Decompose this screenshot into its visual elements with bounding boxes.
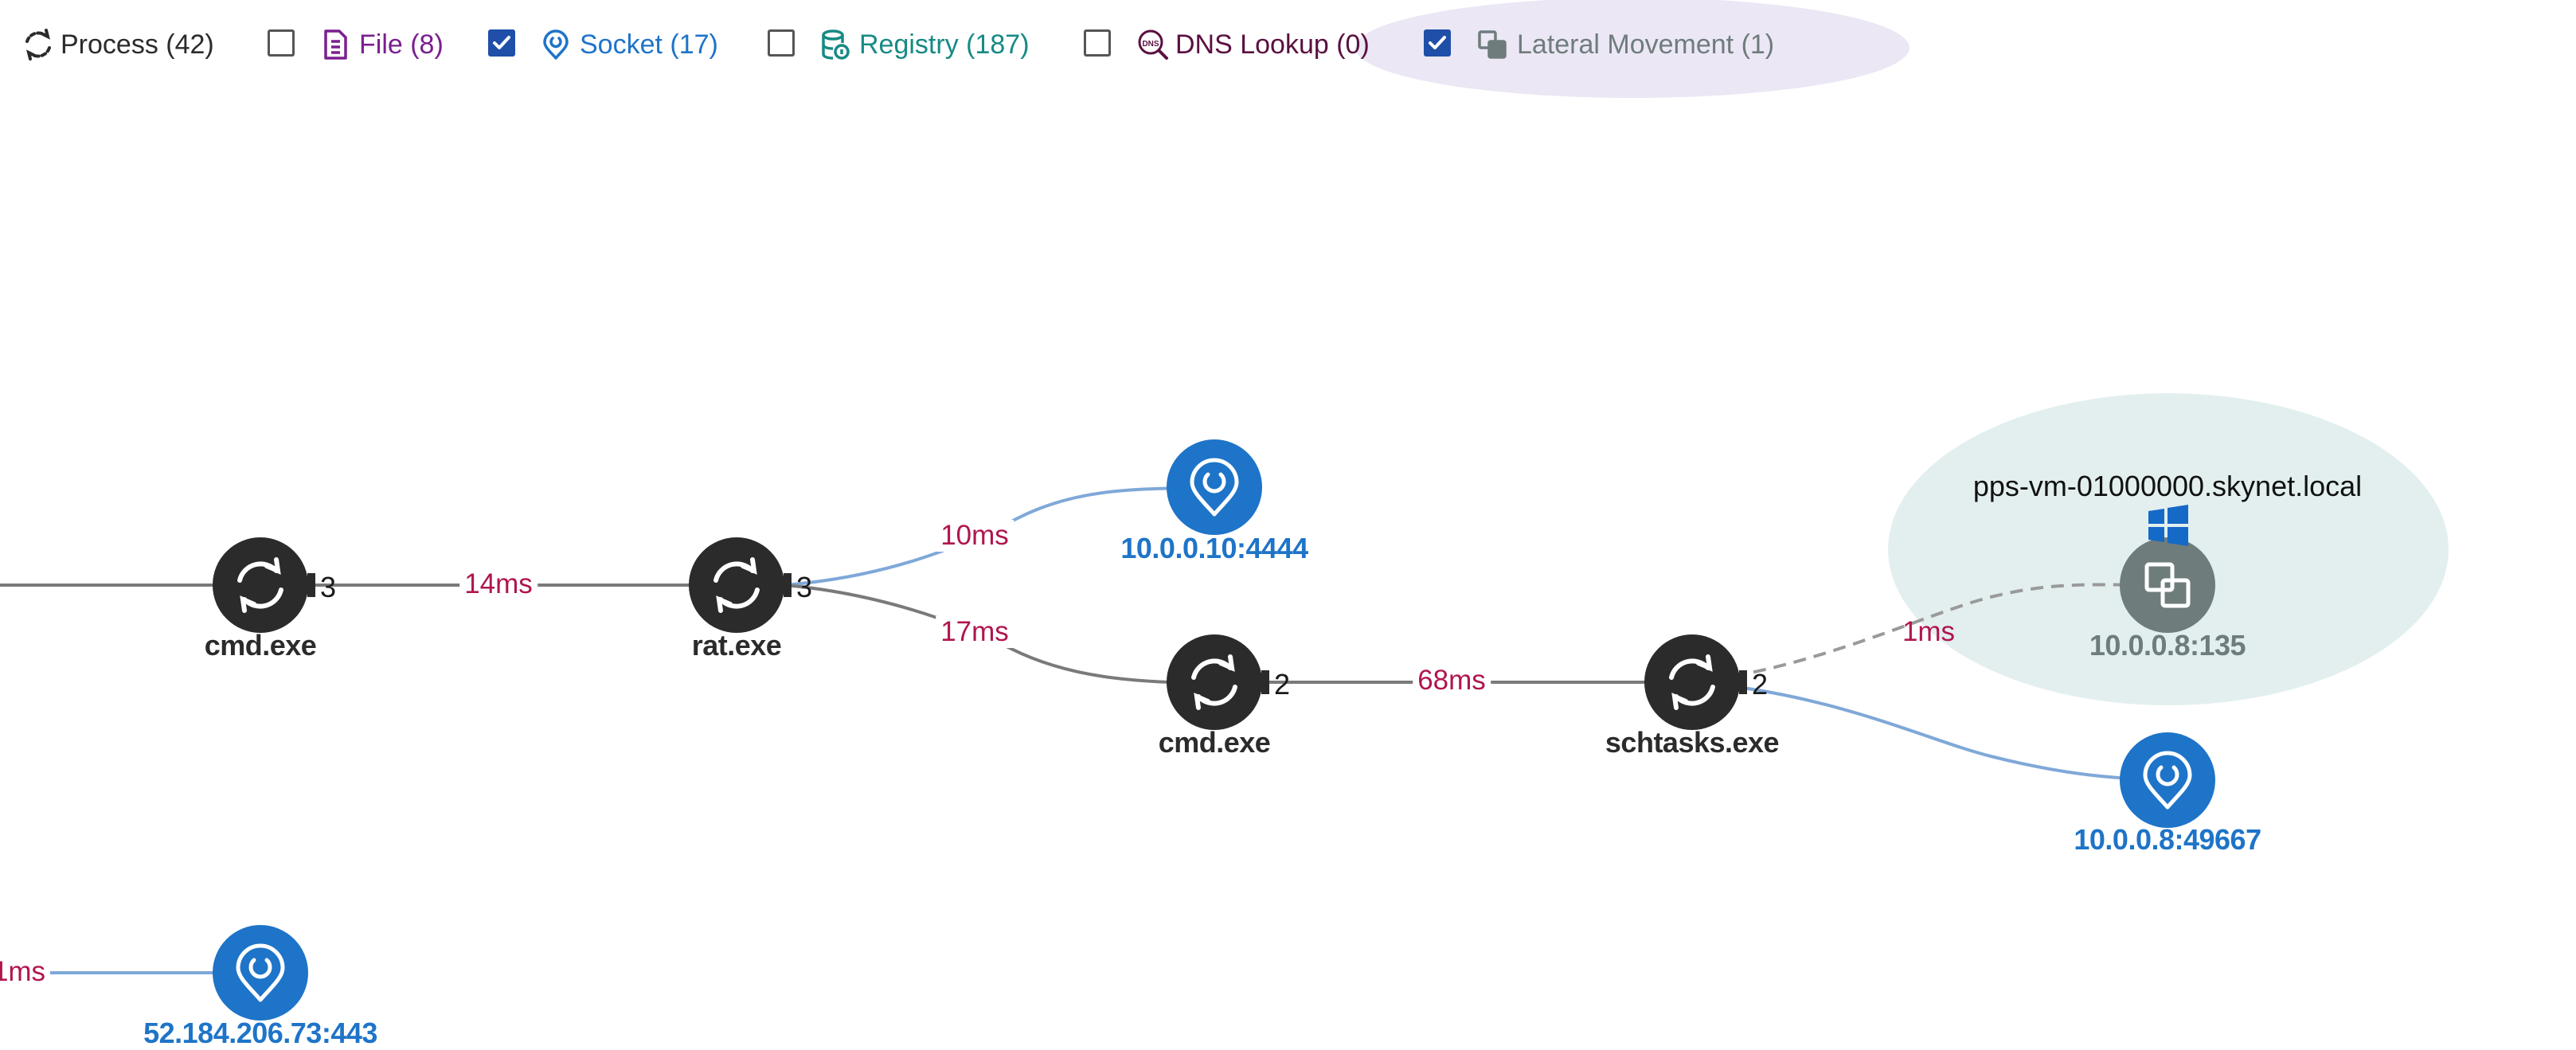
process-node-rat[interactable] [689,537,792,633]
process-icon [1669,654,1715,710]
filter-dns[interactable]: DNS Lookup (0) [1175,21,1370,68]
filter-process[interactable]: Process (42) [61,21,214,68]
edge-schtasks-lateral [1691,583,2168,684]
child-count-cmd2: 2 [1274,668,1291,701]
lateral-movement-icon [1478,30,1507,59]
edge-rat-cmd2 [784,584,1215,685]
filter-file[interactable]: File (8) [359,21,444,68]
filter-socket-checkbox[interactable] [488,29,515,57]
process-icon [713,557,760,613]
edge-label-offscreen-socket3: 1ms [0,956,51,988]
process-icon [25,29,51,61]
edge-label-rat-cmd2: 17ms [936,616,1014,648]
filter-socket-label: Socket (17) [580,29,718,60]
process-node-cmd1[interactable] [213,537,315,633]
socket-node-2[interactable] [2120,732,2215,828]
filter-file-checkbox[interactable] [268,29,295,57]
lateral-movement-node[interactable] [2120,537,2215,633]
socket-icon [236,943,285,1002]
filter-registry[interactable]: Registry (187) [859,21,1030,68]
node-label-socket3[interactable]: 52.184.206.73:443 [143,1017,377,1049]
filter-lateral-movement-label: Lateral Movement (1) [1517,29,1775,60]
filter-socket[interactable]: Socket (17) [580,21,718,68]
host-name-label: pps-vm-01000000.skynet.local [1972,470,2363,502]
checkmark-icon [493,36,510,49]
filter-dns-checkbox[interactable] [1084,29,1111,57]
socket-icon [543,29,569,60]
filter-registry-checkbox[interactable] [768,29,795,57]
filter-file-label: File (8) [359,29,444,60]
process-node-schtasks[interactable] [1644,634,1747,730]
node-label-lateral[interactable]: 10.0.0.8:135 [2089,629,2246,662]
windows-icon [2148,505,2188,546]
edge-label-cmd2-schtasks: 68ms [1413,665,1491,697]
socket-icon [1190,458,1239,517]
checkmark-icon [1429,36,1446,49]
filter-lateral-movement-checkbox[interactable] [1424,29,1451,57]
edges [0,486,2168,974]
socket-icon [2143,751,2192,810]
filter-dns-label: DNS Lookup (0) [1175,29,1370,60]
edge-label-rat-socket1: 10ms [936,520,1014,552]
node-label-schtasks[interactable]: schtasks.exe [1605,726,1780,759]
filter-lateral-movement[interactable]: Lateral Movement (1) [1517,21,1774,68]
socket-node-3[interactable] [213,925,308,1021]
node-label-socket1[interactable]: 10.0.0.10:4444 [1120,532,1308,564]
filter-icons: DNS [25,29,1507,61]
edge-label-schtasks-lateral: 1ms [1902,616,1956,647]
node-label-rat[interactable]: rat.exe [691,629,782,662]
edge-label-cmd-rat: 14ms [459,568,537,600]
lateral-movement-icon [2144,562,2191,608]
file-icon [324,29,347,60]
child-count-cmd1: 3 [320,571,337,603]
node-label-socket2[interactable]: 10.0.0.8:49667 [2074,823,2261,856]
process-icon [1191,654,1237,710]
child-count-schtasks: 2 [1752,668,1769,701]
node-label-cmd1[interactable]: cmd.exe [204,629,317,662]
node-label-cmd2[interactable]: cmd.exe [1158,726,1271,759]
process-node-cmd2[interactable] [1167,634,1269,730]
edge-schtasks-socket2 [1691,681,2168,782]
lateral-filter-highlight [1355,0,1910,98]
socket-node-1[interactable] [1167,439,1262,535]
filter-registry-label: Registry (187) [859,29,1030,60]
edge-rat-socket1 [784,486,1215,587]
child-count-rat: 3 [796,571,813,603]
filter-process-label: Process (42) [61,29,214,60]
process-icon [237,557,283,613]
dns-icon: DNS [1138,29,1168,60]
registry-icon [822,29,850,60]
svg-text:DNS: DNS [1142,40,1159,49]
